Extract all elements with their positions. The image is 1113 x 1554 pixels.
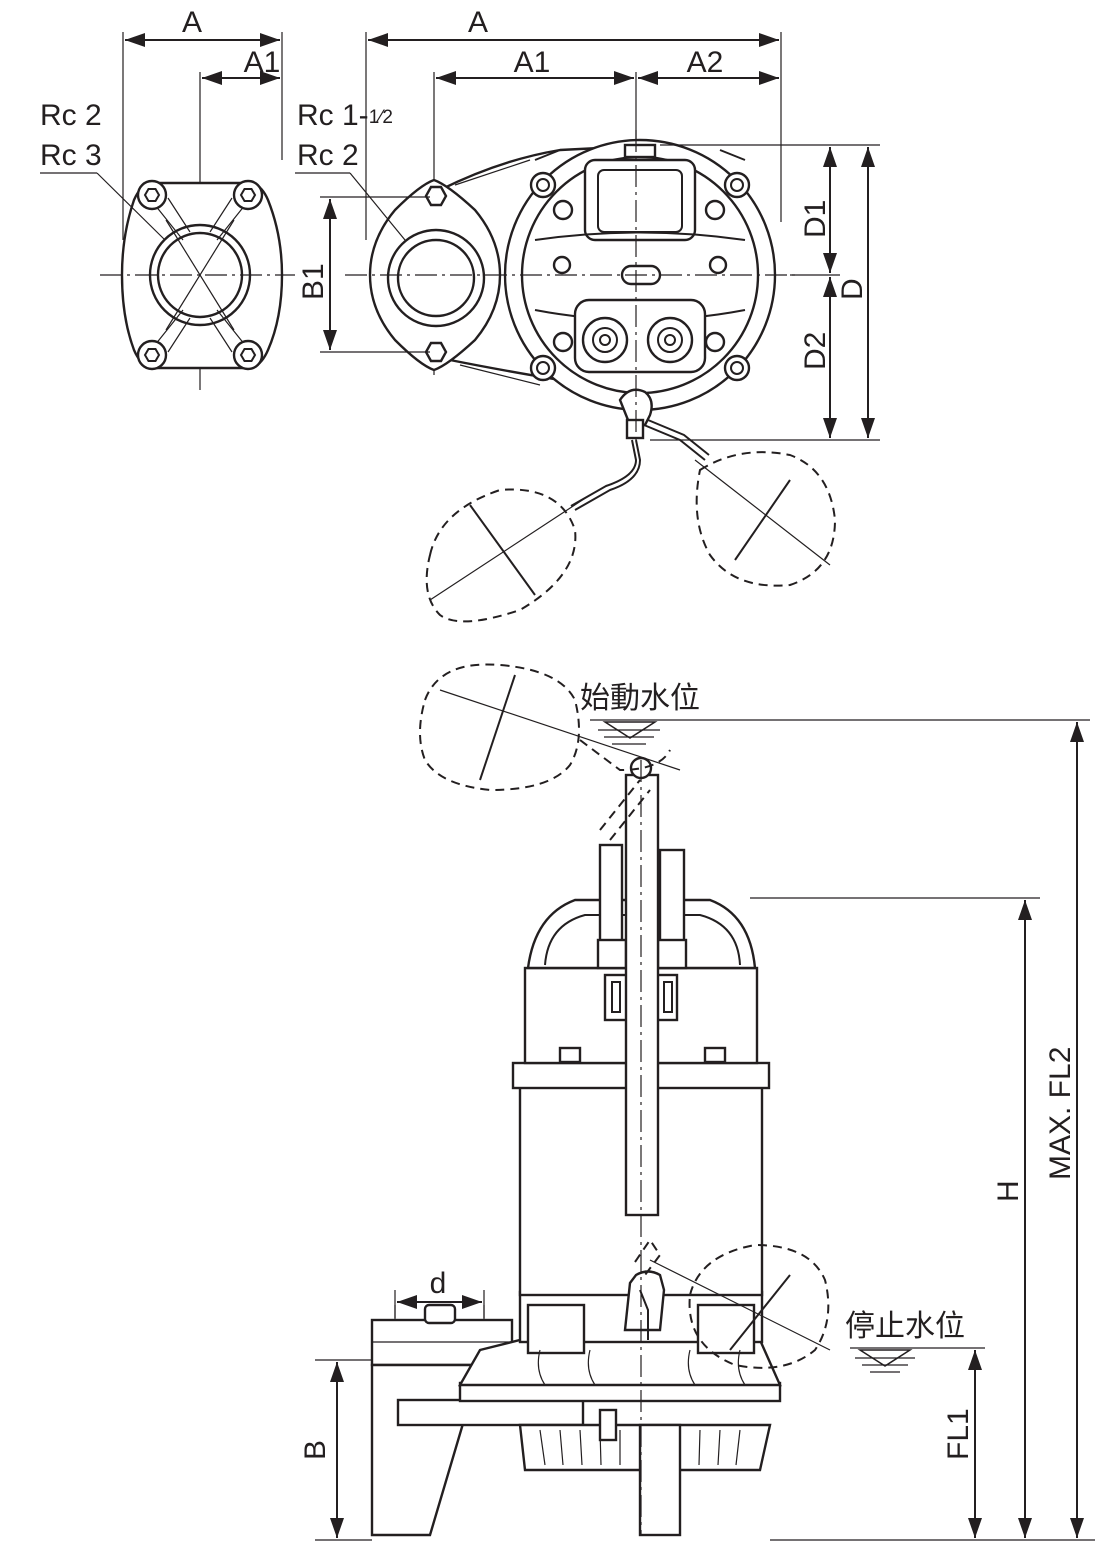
label-d1: D1 bbox=[799, 200, 832, 238]
label-max-fl2: MAX. FL2 bbox=[1044, 1047, 1077, 1180]
side-dimensions bbox=[315, 722, 1095, 1541]
label-d2: D2 bbox=[799, 332, 832, 370]
start-water-level bbox=[590, 719, 1090, 745]
label-d-small: d bbox=[430, 1267, 447, 1300]
label-rc3-left: Rc 3 bbox=[40, 139, 102, 172]
label-a1-left: A1 bbox=[244, 46, 281, 79]
left-flange-view bbox=[40, 32, 295, 390]
label-h: H bbox=[992, 1180, 1025, 1202]
label-start-level: 始動水位 bbox=[580, 682, 700, 715]
label-fl1: FL1 bbox=[942, 1408, 975, 1460]
label-rc2-mid: Rc 2 bbox=[297, 139, 359, 172]
label-a2-top: A2 bbox=[687, 46, 724, 79]
pump-side-view bbox=[370, 663, 831, 1537]
label-rc-one-half: Rc 1-1⁄2 bbox=[297, 99, 393, 132]
stop-water-level bbox=[850, 1347, 985, 1373]
label-b: B bbox=[299, 1440, 332, 1460]
label-a-left: A bbox=[182, 6, 202, 39]
label-a1-top: A1 bbox=[514, 46, 551, 79]
label-rc2-left: Rc 2 bbox=[40, 99, 102, 132]
label-d: D bbox=[836, 278, 869, 300]
label-stop-level: 停止水位 bbox=[845, 1310, 965, 1343]
label-b1: B1 bbox=[297, 263, 330, 300]
pump-plan-view bbox=[295, 32, 880, 623]
label-a-top: A bbox=[468, 6, 488, 39]
